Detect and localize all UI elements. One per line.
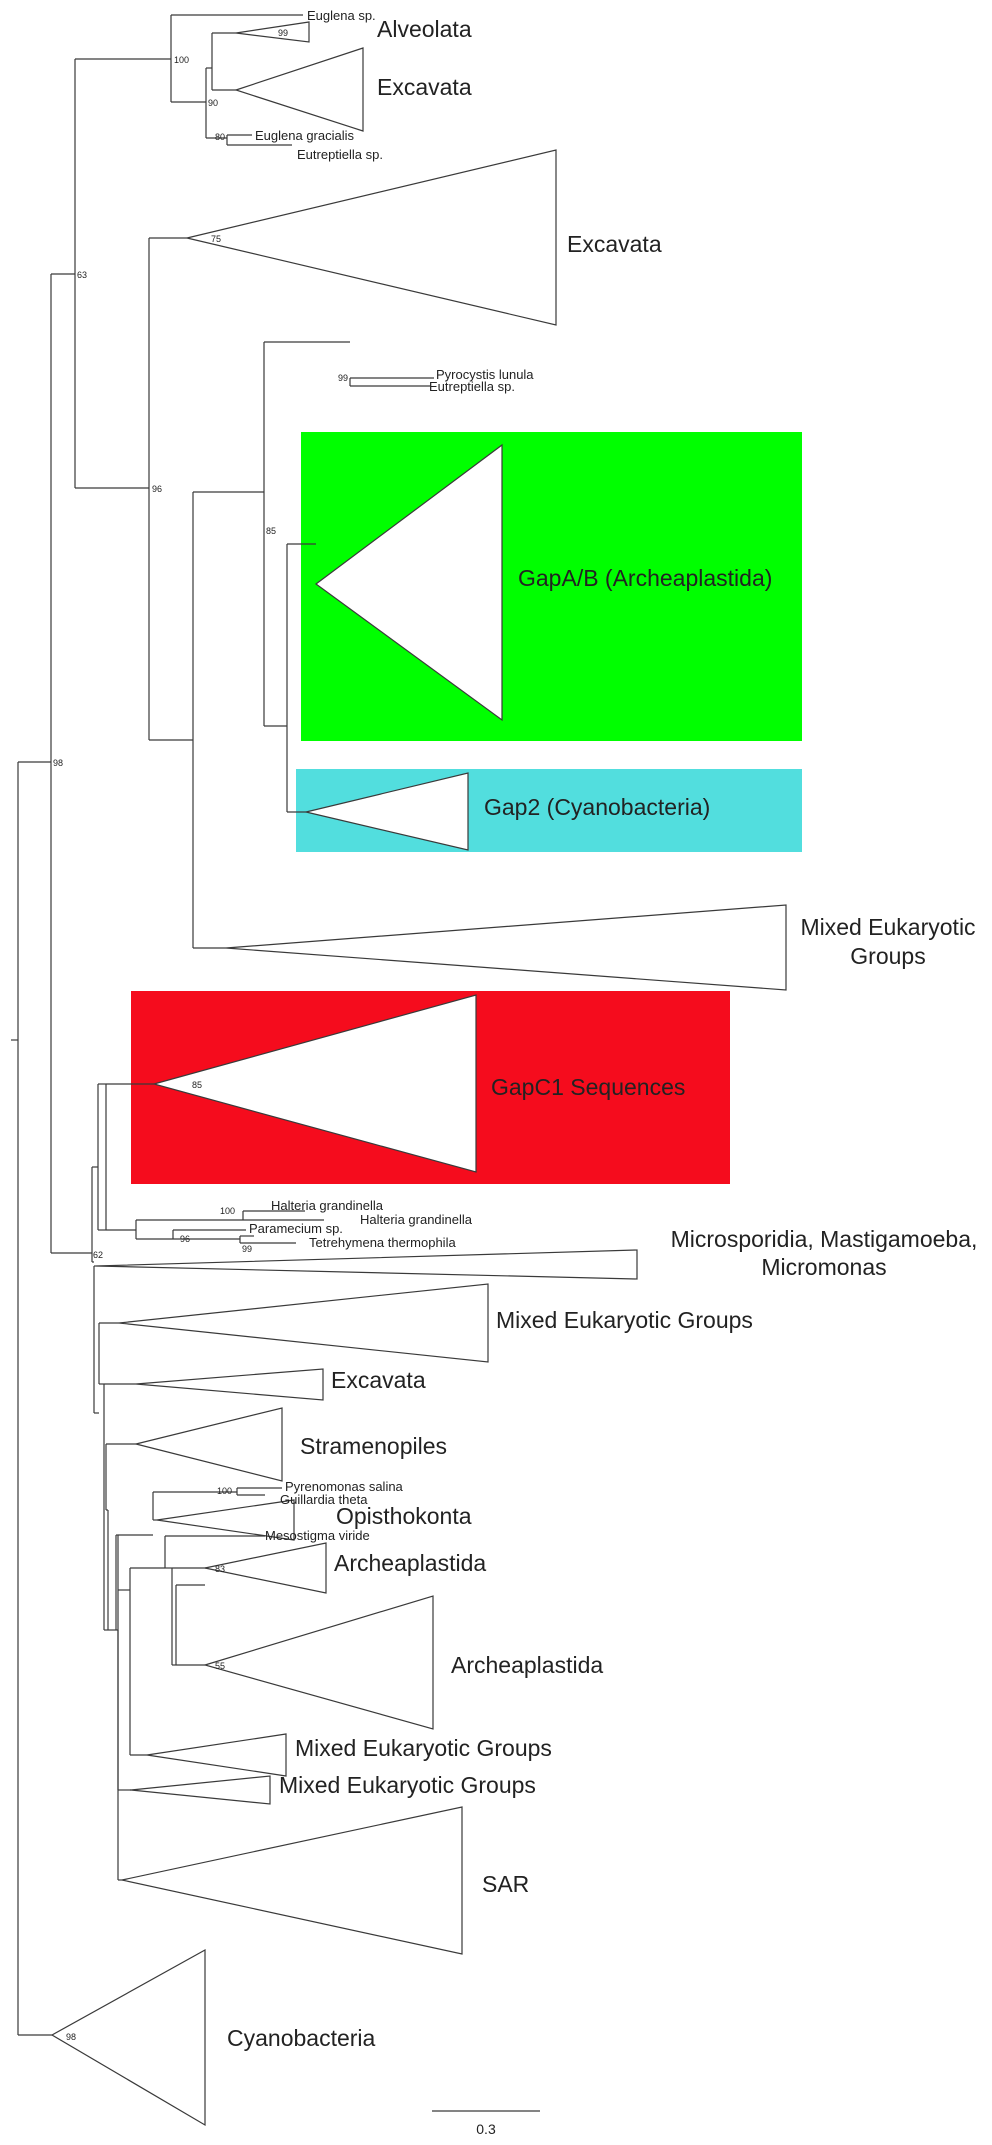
support-90: 90	[208, 98, 218, 108]
ciliate-branches	[135, 1210, 324, 1244]
node-62-branches	[91, 1083, 154, 1263]
support-99-pyrocystis: 99	[338, 373, 348, 383]
mixed-eukaryotic-clade-1	[225, 904, 787, 991]
label-excavata-3: Excavata	[331, 1367, 426, 1393]
support-85-gapc1: 85	[192, 1080, 202, 1090]
mixed-eukaryotic-clade-4	[130, 1775, 271, 1805]
label-alveolata: Alveolata	[377, 16, 472, 42]
opisthokonta-clade	[156, 1499, 295, 1541]
mixed-eukaryotic-clade-3	[146, 1733, 287, 1777]
root-branches	[11, 761, 52, 2036]
label-mixed-2: Mixed Eukaryotic Groups	[496, 1307, 753, 1333]
excavata-clade-2	[186, 149, 557, 326]
taxon-pyrocystis: Pyrocystis lunula	[436, 367, 534, 382]
support-98-eukaryote: 98	[53, 758, 63, 768]
node-100-euglena-branches	[170, 14, 303, 146]
support-100-halteria: 100	[220, 1206, 235, 1216]
support-83: 83	[215, 1564, 225, 1574]
excavata-clade-1	[234, 47, 364, 132]
taxon-halteria-2: Halteria grandinella	[360, 1212, 473, 1227]
label-archeaplastida-1: Archeaplastida	[334, 1550, 486, 1576]
taxon-tetrahymena: Tetrehymena thermophila	[309, 1235, 456, 1250]
gap2-clade	[305, 772, 469, 851]
label-gap2: Gap2 (Cyanobacteria)	[484, 794, 710, 820]
stramenopiles-clade	[135, 1407, 283, 1482]
label-microsporidia-line2: Micromonas	[761, 1254, 886, 1280]
gapab-clade	[314, 443, 503, 722]
support-62: 62	[93, 1250, 103, 1260]
support-100-crypto: 100	[217, 1486, 232, 1496]
taxon-pyrenomonas: Pyrenomonas salina	[285, 1479, 404, 1494]
label-excavata-1: Excavata	[377, 74, 472, 100]
taxon-euglena-gracialis: Euglena gracialis	[255, 128, 355, 143]
support-75: 75	[211, 234, 221, 244]
label-cyanobacteria: Cyanobacteria	[227, 2025, 376, 2051]
taxon-paramecium: Paramecium sp.	[249, 1221, 343, 1236]
taxon-mesostigma: Mesostigma viride	[265, 1528, 370, 1543]
label-excavata-2: Excavata	[567, 231, 662, 257]
label-mixed-1-line2: Groups	[850, 943, 925, 969]
crypto-opisthokonta-branches	[117, 1487, 282, 1791]
support-85-plastid: 85	[266, 526, 276, 536]
node-85-plastid-branches	[263, 341, 434, 813]
support-98-cyanobacteria: 98	[66, 2032, 76, 2042]
support-80: 80	[215, 132, 225, 142]
support-96-ciliates: 96	[180, 1234, 190, 1244]
microsporidia-clade	[95, 1249, 638, 1280]
archeaplastida-clade-1	[204, 1542, 327, 1594]
support-63: 63	[77, 270, 87, 280]
label-stramenopiles: Stramenopiles	[300, 1433, 447, 1459]
alveolata-clade	[235, 21, 310, 43]
mixed-eukaryotic-clade-2	[118, 1283, 489, 1363]
gapc1-clade	[151, 994, 477, 1173]
taxon-guillardia: Guillardia theta	[280, 1492, 368, 1507]
support-55: 55	[215, 1661, 225, 1671]
label-gapab: GapA/B (Archeaplastida)	[518, 565, 772, 591]
taxon-eutreptiella-1: Eutreptiella sp.	[297, 147, 383, 162]
label-mixed-1-line1: Mixed Eukaryotic	[800, 914, 975, 940]
label-sar: SAR	[482, 1871, 529, 1897]
taxon-euglena-sp: Euglena sp.	[307, 8, 376, 23]
label-mixed-4: Mixed Eukaryotic Groups	[279, 1772, 536, 1798]
label-mixed-3: Mixed Eukaryotic Groups	[295, 1735, 552, 1761]
taxon-eutreptiella-2: Eutreptiella sp.	[429, 379, 515, 394]
support-99-alveolata: 99	[278, 28, 288, 38]
excavata-clade-3	[135, 1368, 324, 1401]
archeaplastida-clade-2	[202, 1595, 434, 1730]
node-98-branches	[50, 273, 92, 1254]
support-99-tetrahymena: 99	[242, 1244, 252, 1254]
label-gapc1: GapC1 Sequences	[491, 1074, 685, 1100]
node-96-branches	[148, 237, 264, 949]
label-opisthokonta: Opisthokonta	[336, 1503, 472, 1529]
support-100-euglena: 100	[174, 55, 189, 65]
node-63-branches	[74, 58, 171, 489]
support-96-node: 96	[152, 484, 162, 494]
sar-clade	[121, 1806, 463, 1955]
scale-bar-label: 0.3	[476, 2121, 496, 2137]
label-archeaplastida-2: Archeaplastida	[451, 1652, 603, 1678]
label-microsporidia-line1: Microsporidia, Mastigamoeba,	[671, 1226, 978, 1252]
taxon-halteria-1: Halteria grandinella	[271, 1198, 384, 1213]
cyanobacteria-clade	[50, 1948, 206, 2127]
